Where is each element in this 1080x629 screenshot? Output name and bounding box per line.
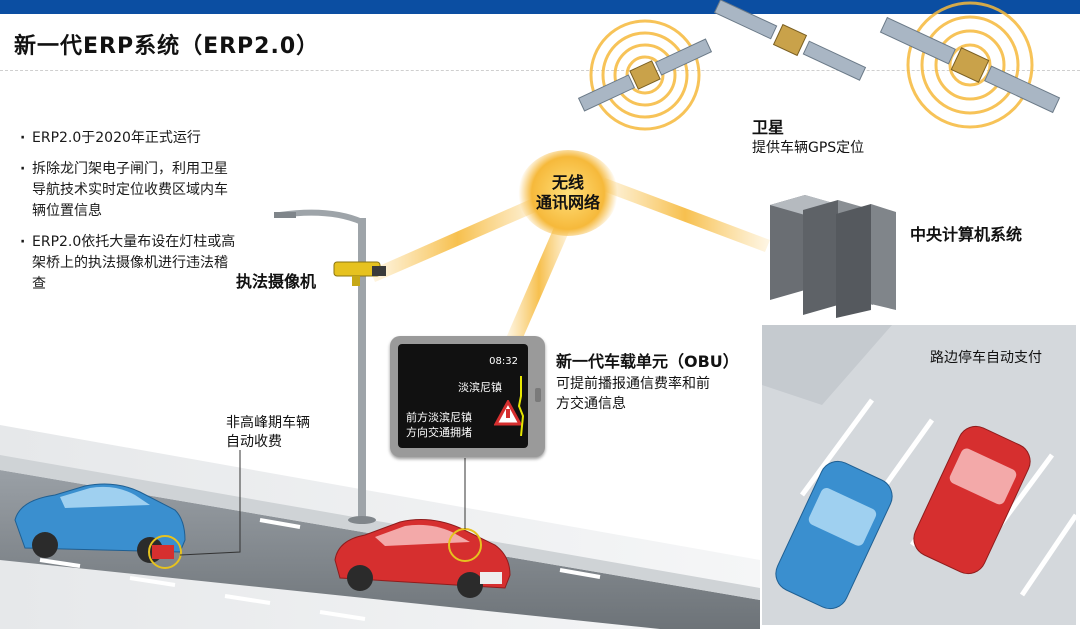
satellite-desc: 提供车辆GPS定位: [752, 140, 865, 156]
satellite-icon: [879, 16, 1061, 114]
blue-car-obu-highlight: [148, 535, 182, 569]
road-shoulder: [0, 455, 760, 600]
parked-blue-car-icon: [775, 460, 893, 610]
satellite-signal-2: [906, 1, 1034, 129]
satellite-icon: [713, 0, 867, 81]
bullet-item: 拆除龙门架电子闸门，利用卫星导航技术实时定位收费区域内车辆位置信息: [20, 159, 240, 222]
lamp-post-icon: [274, 209, 376, 524]
obu-traffic-message: 前方淡滨尼镇 方向交通拥堵: [406, 410, 472, 440]
obu-message-line1: 前方淡滨尼镇: [406, 411, 472, 424]
red-car-icon: [334, 519, 511, 598]
offpeak-line1: 非高峰期车辆: [226, 415, 310, 431]
satellite-title: 卫星: [752, 118, 785, 137]
obu-clock: 08:32: [489, 356, 518, 367]
camera-label: 执法摄像机: [236, 272, 317, 291]
road-route-icon: [517, 376, 525, 436]
obu-title: 新一代车载单元（OBU）: [556, 352, 739, 371]
bullet-item: ERP2.0于2020年正式运行: [20, 128, 240, 149]
page-title: 新一代ERP系统（ERP2.0）: [14, 34, 320, 59]
warning-icon: [494, 400, 522, 426]
hub-label-line1: 无线: [551, 173, 584, 192]
parked-red-car-icon: [913, 425, 1031, 575]
obu-place: 淡滨尼镇: [458, 381, 502, 394]
offpeak-line2: 自动收费: [226, 434, 282, 450]
obu-desc-line2: 方交通信息: [556, 396, 626, 412]
bullet-item: ERP2.0依托大量布设在灯柱或高架桥上的执法摄像机进行违法稽查: [20, 232, 240, 295]
satellite-icon: [577, 38, 713, 112]
wireless-network-hub: 无线 通讯网络: [518, 150, 618, 236]
parking-lot-illustration: [762, 325, 1076, 625]
obu-button: [535, 388, 541, 402]
obu-message-line2: 方向交通拥堵: [406, 426, 472, 439]
header-bar: [0, 0, 1080, 14]
parking-panel: 路边停车自动支付: [762, 325, 1076, 625]
beam-to-camera: [370, 195, 545, 282]
parking-label: 路边停车自动支付: [930, 350, 1042, 366]
satellite-signal-1: [589, 19, 701, 131]
callout-lines: [179, 450, 466, 556]
obu-screen: 08:32 淡滨尼镇 前方淡滨尼镇 方向交通拥堵: [398, 344, 528, 448]
obu-device: 08:32 淡滨尼镇 前方淡滨尼镇 方向交通拥堵: [390, 336, 545, 457]
computer-label: 中央计算机系统: [910, 225, 1023, 244]
signal-beams: [370, 178, 770, 340]
feature-bullets: ERP2.0于2020年正式运行 拆除龙门架电子闸门，利用卫星导航技术实时定位收…: [20, 128, 240, 305]
hub-label-line2: 通讯网络: [535, 193, 600, 212]
obu-desc-line1: 可提前播报通信费率和前: [556, 376, 710, 392]
title-divider: [0, 70, 1080, 71]
server-icon: [770, 195, 896, 318]
camera-icon: [333, 261, 386, 286]
beam-to-computer: [600, 178, 770, 252]
beam-to-obu: [506, 225, 572, 340]
